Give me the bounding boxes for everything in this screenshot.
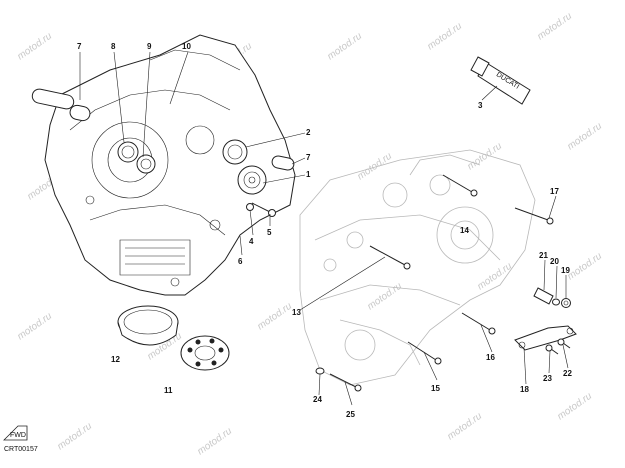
fwd-badge: FWD [3, 425, 28, 441]
callout-10: 10 [182, 42, 191, 51]
washer [315, 367, 325, 375]
crankcase-half [44, 34, 296, 296]
bolt [329, 373, 362, 392]
watermark: motod.ru [555, 391, 594, 423]
watermark: motod.ru [355, 151, 394, 183]
callout-1: 1 [306, 170, 311, 179]
bolt [407, 341, 442, 365]
watermark: motod.ru [195, 426, 234, 458]
seal [136, 154, 156, 174]
nut [561, 298, 571, 308]
callout-2: 2 [306, 128, 311, 137]
watermark: motod.ru [55, 421, 94, 453]
callout-4: 4 [249, 237, 254, 246]
badge-label: FWD [10, 432, 26, 439]
callout-22: 22 [563, 369, 572, 378]
callout-19: 19 [561, 266, 570, 275]
watermark: motod.ru [425, 21, 464, 53]
watermark: motod.ru [465, 141, 504, 173]
callout-21: 21 [539, 251, 548, 260]
bolt [461, 312, 496, 335]
watermark: motod.ru [255, 301, 294, 333]
callout-25: 25 [346, 410, 355, 419]
callout-15: 15 [431, 384, 440, 393]
bracket [514, 325, 577, 351]
watermark: motod.ru [565, 121, 604, 153]
drawing-code: CRT00157 [4, 446, 38, 453]
callout-6: 6 [238, 257, 243, 266]
watermark: motod.ru [535, 11, 574, 43]
spacer [533, 287, 554, 305]
callout-9: 9 [147, 42, 152, 51]
callout-14: 14 [460, 226, 469, 235]
callout-8: 8 [111, 42, 116, 51]
callout-7: 7 [306, 153, 311, 162]
callout-labels: 7 8 9 10 2 7 1 5 4 6 3 17 14 21 20 19 13… [77, 42, 572, 419]
bolt [442, 174, 478, 197]
engine-block-outline [299, 149, 536, 386]
dowel-pin [31, 88, 91, 122]
callout-13: 13 [292, 308, 301, 317]
sleeve [117, 305, 179, 346]
callout-20: 20 [550, 257, 559, 266]
watermark: motod.ru [565, 251, 604, 283]
callout-17: 17 [550, 187, 559, 196]
callout-24: 24 [313, 395, 322, 404]
sealant-tube: DUCATI [470, 56, 531, 105]
dowel-pin [271, 155, 295, 171]
bolt [369, 245, 411, 270]
washer [552, 298, 560, 306]
callout-11: 11 [164, 386, 173, 395]
callout-18: 18 [520, 385, 529, 394]
callout-3: 3 [478, 101, 483, 110]
watermark: motod.ru [15, 31, 54, 63]
bearing [117, 141, 139, 163]
screw [545, 344, 559, 355]
washer [246, 203, 254, 211]
callout-23: 23 [543, 374, 552, 383]
leader-lines [79, 51, 569, 406]
callout-16: 16 [486, 353, 495, 362]
callout-12: 12 [111, 355, 120, 364]
bearing [237, 165, 267, 195]
screw [557, 338, 571, 349]
roller-bearing [180, 335, 230, 371]
callout-5: 5 [267, 228, 272, 237]
watermark: motod.ru [15, 311, 54, 343]
bearing [222, 139, 248, 165]
watermark: motod.ru [445, 411, 484, 443]
bolt [514, 207, 554, 225]
callout-7: 7 [77, 42, 82, 51]
watermark: motod.ru [325, 31, 364, 63]
